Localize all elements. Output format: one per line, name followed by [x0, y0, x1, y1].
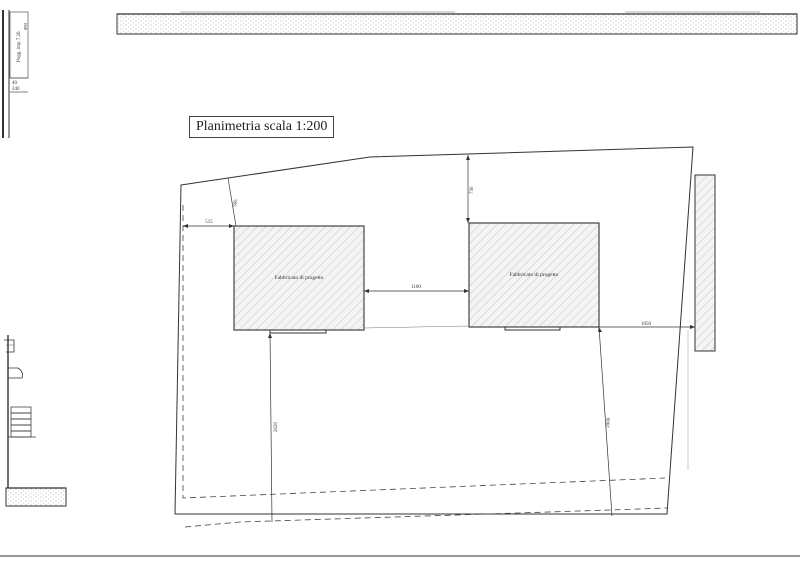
detail-number-2: 240 — [12, 87, 20, 92]
plan-title: Planimetria scala 1:200 — [189, 116, 335, 138]
dim-diag-top-left: 505 — [233, 199, 239, 208]
dashed-boundary-lines — [182, 205, 668, 528]
detail-number-1: 40 — [12, 81, 18, 86]
dim-top-right: 730 — [470, 186, 475, 194]
dim-right-edge: 1050 — [641, 322, 652, 327]
pogg-small-value: 890 — [23, 23, 28, 31]
dim-bottom-left: 2020 — [274, 422, 279, 433]
lot-boundary — [174, 146, 694, 515]
adjacent-building-right — [694, 174, 716, 352]
left-section-detail: Pogg. imp 7,26 890 40 240 — [2, 10, 67, 507]
building-1: Fabbricato di progetto — [233, 225, 365, 334]
dim-left-setback: 515 — [205, 220, 213, 225]
pogg-label: Pogg. imp 7,26 — [17, 31, 22, 62]
dim-between-buildings: 1100 — [411, 285, 421, 290]
top-road-strip — [116, 11, 798, 35]
building-1-label: Fabbricato di progetto — [275, 275, 324, 281]
dim-bottom-right: 2000 — [606, 417, 612, 428]
dimension-lines — [183, 155, 695, 523]
building-2-label: Fabbricato di progetto — [510, 272, 559, 278]
dimension-arrowheads — [183, 155, 695, 338]
building-2: Fabbricato di progetto — [468, 222, 600, 331]
